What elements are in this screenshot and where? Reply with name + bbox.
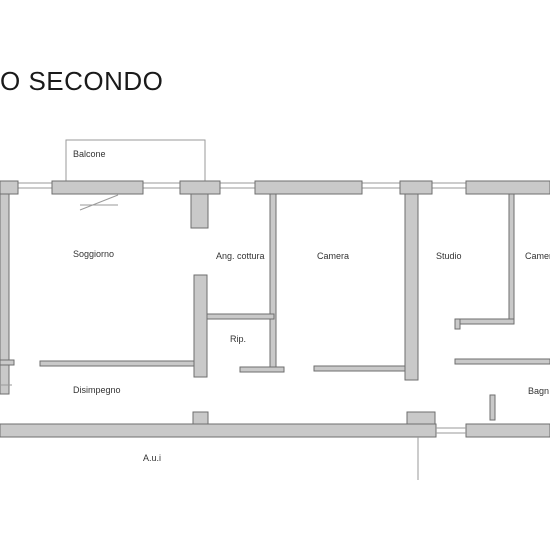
room-label-studio: Studio [436, 251, 462, 261]
bottom-wall [0, 411, 550, 438]
room-label-camera-2: Camer [525, 251, 550, 261]
room-label-angolo-cottura: Ang. cottura [216, 251, 265, 261]
top-wall [0, 180, 550, 195]
room-label-disimpegno: Disimpegno [73, 385, 121, 395]
room-label-soggiorno: Soggiorno [73, 249, 114, 259]
balcony-outline [65, 139, 206, 211]
floor-title: O SECONDO [0, 66, 163, 96]
room-label-balcone: Balcone [73, 149, 106, 159]
landing-lines [0, 384, 466, 480]
facade-lines [18, 182, 466, 189]
room-label-ripostiglio: Rip. [230, 334, 246, 344]
room-label-camera: Camera [317, 251, 349, 261]
pillars [0, 193, 209, 395]
room-label-aui: A.u.i [143, 453, 161, 463]
interior-walls [0, 193, 550, 421]
room-label-bagno: Bagn [528, 386, 549, 396]
